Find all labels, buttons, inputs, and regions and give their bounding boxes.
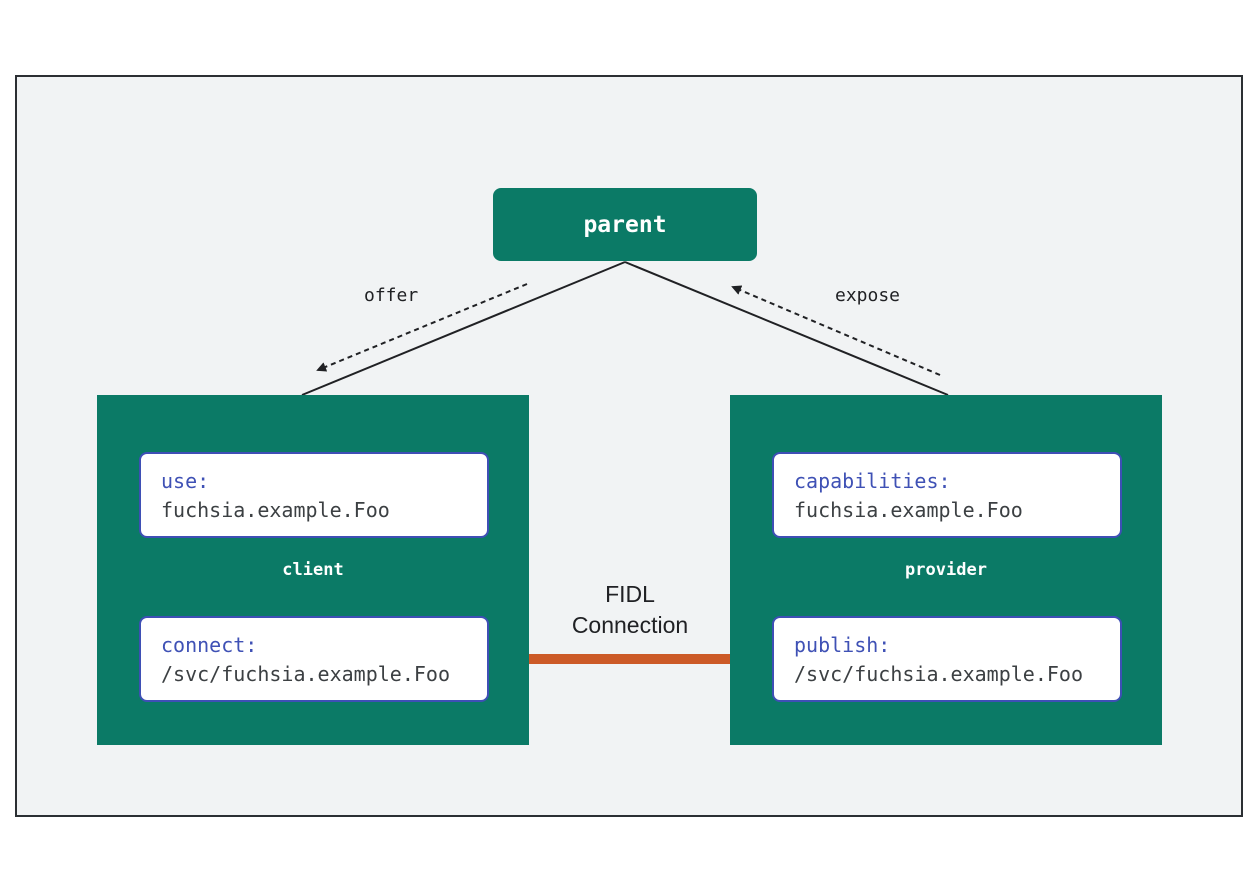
fidl-label-line1: FIDL bbox=[605, 581, 655, 607]
capabilities-value: fuchsia.example.Foo bbox=[794, 498, 1023, 522]
client-component: use: fuchsia.example.Foo client connect:… bbox=[97, 395, 529, 745]
client-label: client bbox=[282, 560, 344, 580]
fidl-connection-label: FIDL Connection bbox=[530, 579, 730, 641]
client-connect-card: connect: /svc/fuchsia.example.Foo bbox=[139, 616, 489, 702]
provider-label: provider bbox=[905, 560, 987, 580]
use-value: fuchsia.example.Foo bbox=[161, 498, 390, 522]
connect-value: /svc/fuchsia.example.Foo bbox=[161, 662, 450, 686]
expose-arrow bbox=[731, 285, 941, 376]
parent-provider-edge bbox=[624, 261, 949, 396]
expose-label: expose bbox=[835, 285, 901, 306]
provider-publish-card: publish: /svc/fuchsia.example.Foo bbox=[772, 616, 1122, 702]
connect-key: connect: bbox=[161, 633, 258, 657]
capabilities-key: capabilities: bbox=[794, 469, 951, 493]
provider-component: capabilities: fuchsia.example.Foo provid… bbox=[730, 395, 1162, 745]
parent-node: parent bbox=[493, 188, 757, 261]
parent-label: parent bbox=[583, 211, 667, 238]
provider-capabilities-card: capabilities: fuchsia.example.Foo bbox=[772, 452, 1122, 538]
publish-key: publish: bbox=[794, 633, 891, 657]
fidl-label-line2: Connection bbox=[571, 612, 689, 638]
parent-client-edge bbox=[301, 261, 626, 396]
offer-label: offer bbox=[364, 285, 419, 306]
client-use-card: use: fuchsia.example.Foo bbox=[139, 452, 489, 538]
use-key: use: bbox=[161, 469, 210, 493]
offer-arrow bbox=[316, 283, 528, 372]
publish-value: /svc/fuchsia.example.Foo bbox=[794, 662, 1083, 686]
